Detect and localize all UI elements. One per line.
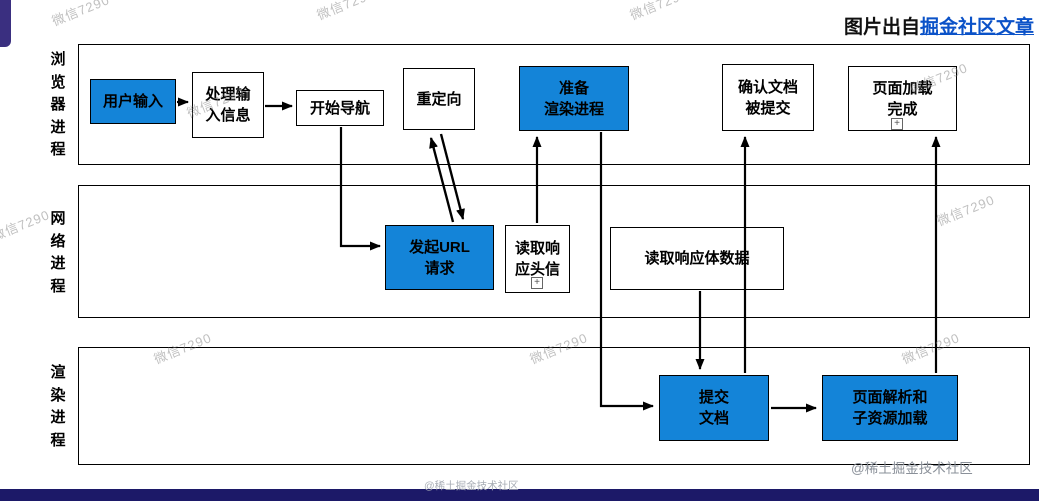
expand-icon: + bbox=[891, 118, 903, 130]
expand-icon: + bbox=[531, 277, 543, 289]
lane-label-render-process: 渲 染 进 程 bbox=[50, 364, 66, 449]
lane-label-browser-process: 浏 览 器 进 程 bbox=[50, 51, 66, 158]
attribution: 图片出自掘金社区文章 bbox=[844, 12, 1034, 39]
watermark: 微信7290 bbox=[49, 0, 112, 29]
corner-decoration bbox=[0, 0, 11, 47]
watermark: 微信7290 bbox=[314, 0, 377, 23]
bottom-bar bbox=[0, 489, 1039, 501]
attribution-prefix: 图片出自 bbox=[843, 17, 920, 38]
node-start-navigation: 开始导航 bbox=[296, 90, 384, 126]
node-page-parse-subresource-load: 页面解析和 子资源加载 bbox=[822, 375, 958, 441]
node-redirect: 重定向 bbox=[403, 68, 475, 130]
watermark: 微信7290 bbox=[627, 0, 690, 23]
node-confirm-document-committed: 确认文档 被提交 bbox=[722, 64, 814, 131]
node-commit-document: 提交 文档 bbox=[659, 375, 769, 441]
node-user-input: 用户输入 bbox=[90, 79, 176, 124]
attribution-link[interactable]: 掘金社区文章 bbox=[919, 17, 1034, 38]
node-read-response-body: 读取响应体数据 bbox=[610, 227, 784, 290]
node-initiate-url-request: 发起URL 请求 bbox=[385, 225, 494, 290]
node-process-input: 处理输 入信息 bbox=[192, 72, 264, 138]
watermark-credit: @稀土掘金技术社区 bbox=[851, 461, 973, 476]
watermark-credit-small: @稀土掘金技术社区 bbox=[424, 480, 519, 492]
node-prepare-render-process: 准备 渲染进程 bbox=[519, 66, 629, 131]
lane-label-network-process: 网 络 进 程 bbox=[50, 210, 66, 295]
